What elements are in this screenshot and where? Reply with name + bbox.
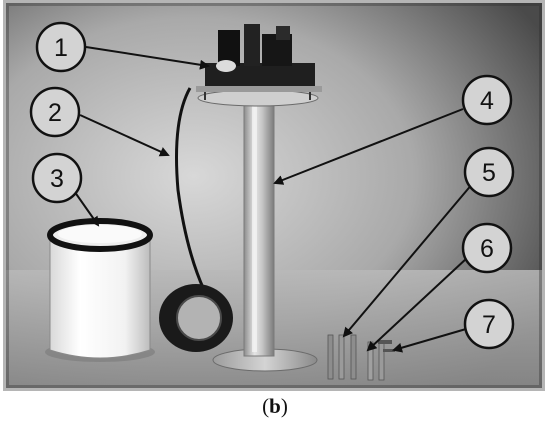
callout-1: 1 xyxy=(35,21,87,73)
callout-label-4: 4 xyxy=(480,87,494,115)
callout-label-7: 7 xyxy=(482,311,496,339)
cup-container xyxy=(45,218,155,362)
callout-5: 5 xyxy=(463,146,515,198)
caption-close: ) xyxy=(280,394,288,418)
support-rod xyxy=(197,89,319,372)
caption-open: ( xyxy=(262,394,270,418)
callout-label-1: 1 xyxy=(54,34,68,62)
callout-label-2: 2 xyxy=(48,99,62,127)
figure-caption: (b) xyxy=(0,394,550,419)
small-rods xyxy=(327,334,395,381)
callout-3: 3 xyxy=(31,152,83,204)
callout-label-3: 3 xyxy=(50,165,64,193)
arrow-2 xyxy=(79,114,170,157)
callout-7: 7 xyxy=(463,298,515,350)
sensor-cable xyxy=(175,87,206,291)
arrow-5 xyxy=(342,182,474,338)
arrow-4 xyxy=(273,108,464,185)
arrow-7 xyxy=(392,328,467,353)
callout-label-5: 5 xyxy=(482,159,496,187)
callout-2: 2 xyxy=(29,86,81,138)
callout-arrows xyxy=(71,46,474,353)
caption-letter: b xyxy=(269,394,281,418)
callout-4: 4 xyxy=(461,74,513,126)
coil-ring xyxy=(159,284,233,352)
photo-vignette xyxy=(3,0,545,391)
callout-6: 6 xyxy=(461,222,513,274)
arrow-6 xyxy=(366,257,468,352)
callout-label-6: 6 xyxy=(480,235,494,263)
arrow-1 xyxy=(85,46,210,70)
circuit-board xyxy=(196,24,322,100)
